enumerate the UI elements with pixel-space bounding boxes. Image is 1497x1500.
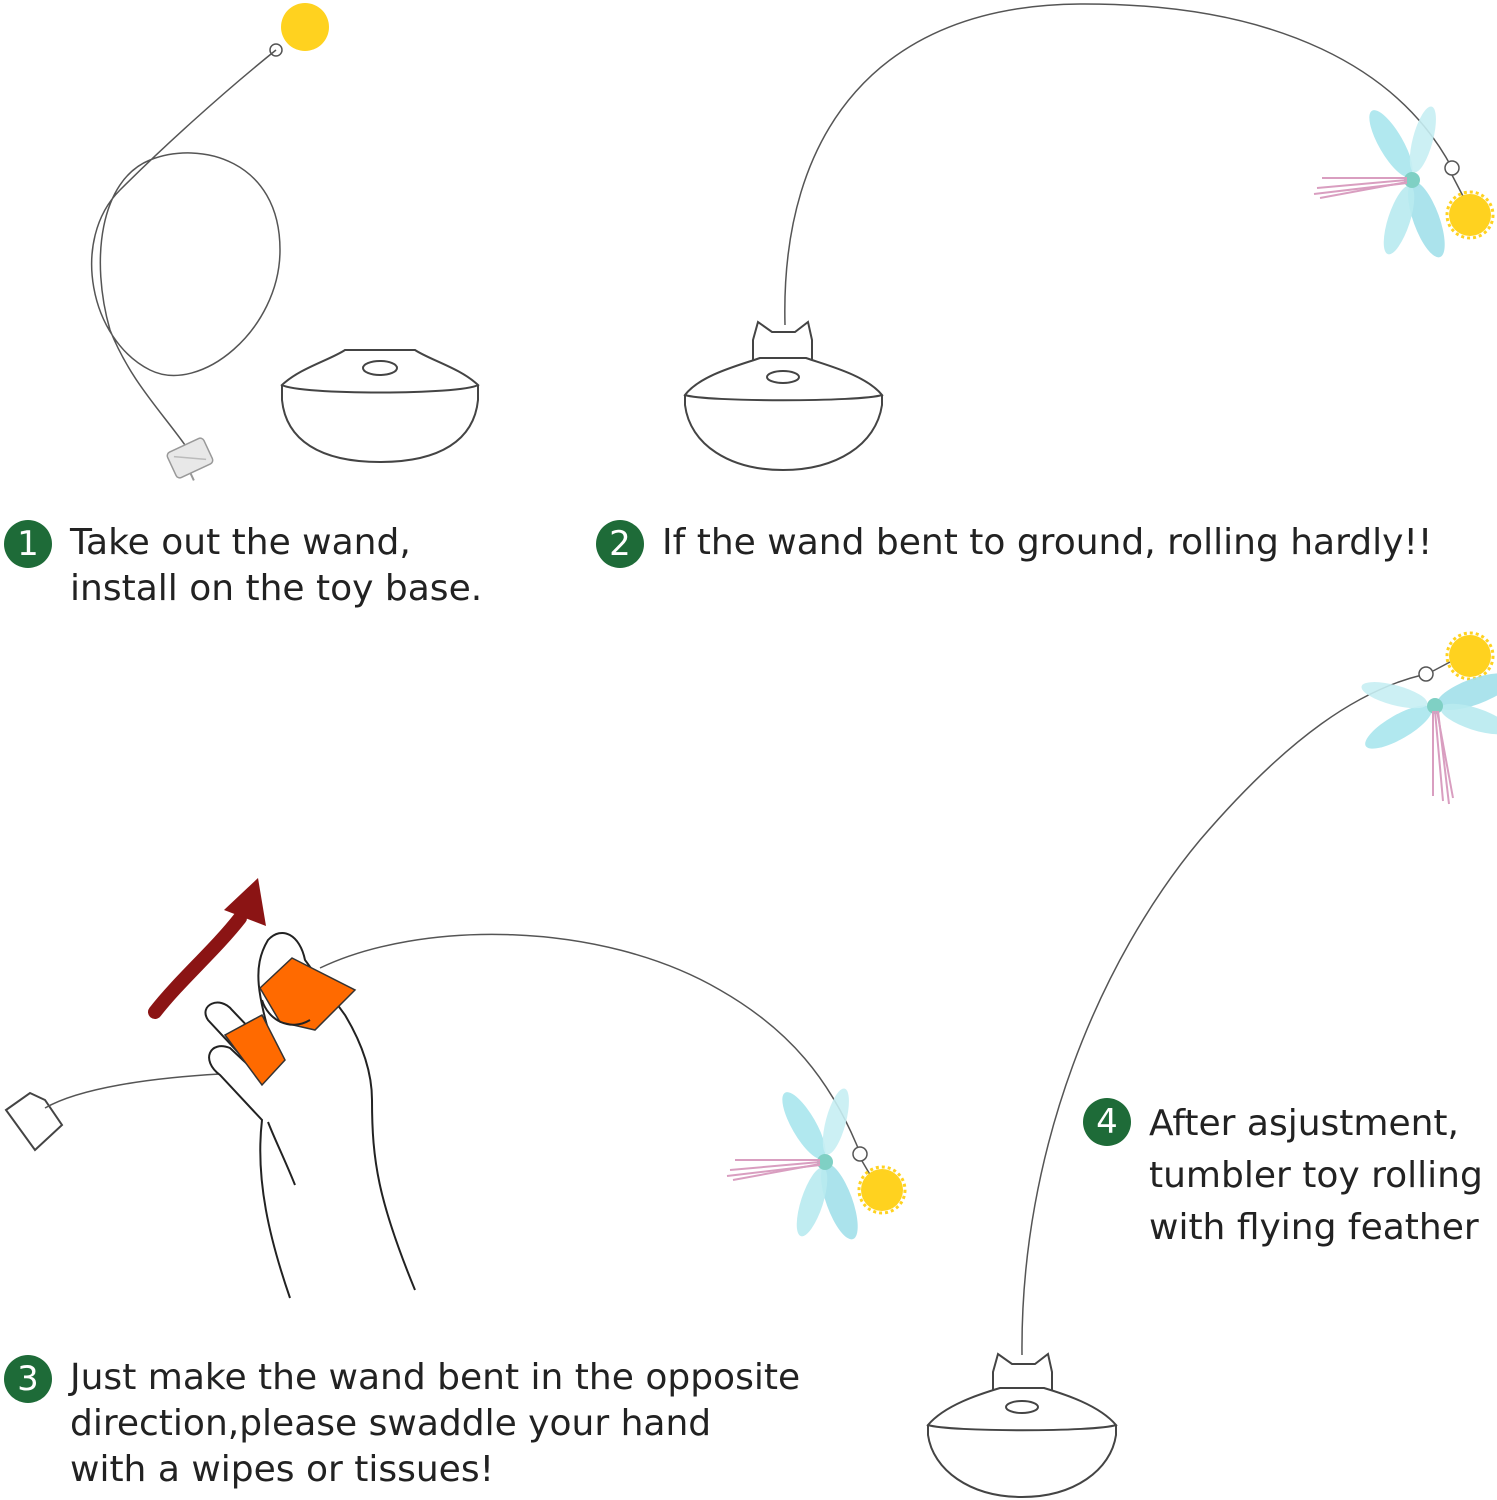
- toy-base-1: [280, 349, 480, 464]
- toy-base-2: [683, 320, 884, 472]
- step1-wand-illustration: [90, 3, 329, 481]
- step-number-badge: 4: [1083, 1098, 1131, 1146]
- step-4: 4 After asjustment, tumbler toy rolling …: [1083, 1098, 1483, 1254]
- step4-wand-illustration: [1021, 631, 1497, 1356]
- step-number-badge: 3: [4, 1355, 52, 1403]
- step3-hand-illustration: [4, 878, 907, 1299]
- step-number-badge: 2: [596, 520, 644, 568]
- step-text: If the wand bent to ground, rolling hard…: [662, 522, 1433, 563]
- step-number-badge: 1: [4, 520, 52, 568]
- toy-base-4: [926, 1352, 1118, 1499]
- step-text: After asjustment, tumbler toy rolling wi…: [1149, 1103, 1483, 1248]
- step-3: 3 Just make the wand bent in the opposit…: [4, 1355, 800, 1493]
- step2-wand-illustration: [784, 3, 1495, 326]
- step-text: Take out the wand, install on the toy ba…: [70, 522, 483, 609]
- step-text: Just make the wand bent in the opposite …: [70, 1357, 801, 1490]
- step-2: 2 If the wand bent to ground, rolling ha…: [596, 520, 1432, 568]
- step-1: 1 Take out the wand, install on the toy …: [4, 520, 482, 612]
